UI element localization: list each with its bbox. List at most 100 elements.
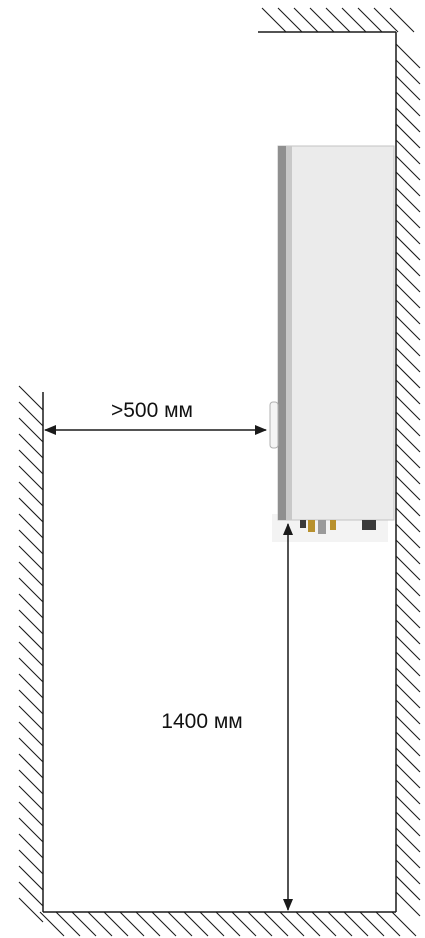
hatch-mark [311,911,337,937]
hatch-mark [39,911,65,937]
hatch-mark [395,91,421,117]
unit-knob [269,401,279,449]
hatch-mark [18,561,44,587]
connector-2 [308,520,315,532]
hatch-mark [18,657,44,683]
hatch-mark [395,363,421,389]
hatch-mark [395,107,421,133]
hatch-mark [18,801,44,827]
hatch-mark [18,769,44,795]
hatch-mark [309,7,335,33]
hatch-mark [395,635,421,661]
hatch-mark [18,689,44,715]
hatch-mark [263,911,289,937]
hatch-mark [395,571,421,597]
hatch-mark [295,911,321,937]
hatch-mark [395,651,421,677]
hatch-mark [395,699,421,725]
hatch-mark [215,911,241,937]
hatch-mark [341,7,367,33]
hatch-mark [18,737,44,763]
hatch-mark [395,251,421,277]
hatch-mark [395,347,421,373]
hatch-mark [18,465,44,491]
hatch-mark [395,763,421,789]
unit-front-panel [278,146,286,520]
hatch-mark [395,859,421,885]
hatch-mark [18,385,44,411]
wall-mounted-unit [269,145,395,542]
connector-5 [362,520,376,530]
hatch-mark [395,315,421,341]
hatch-mark [395,795,421,821]
hatch-mark [18,833,44,859]
hatch-mark [395,539,421,565]
hatch-mark [395,43,421,69]
hatch-mark [18,641,44,667]
hatch-mark [395,507,421,533]
hatch-mark [327,911,353,937]
hatch-mark [395,683,421,709]
hatch-mark [18,545,44,571]
hatch-mark [395,411,421,437]
hatch-mark [375,911,401,937]
hatch-mark [395,667,421,693]
hatch-mark [18,849,44,875]
hatch-mark [325,7,351,33]
connector-3 [318,520,326,534]
connector-1 [300,520,306,528]
hatch-mark [395,123,421,149]
hatch-mark [395,555,421,581]
floor-hatch [39,911,417,937]
hatch-mark [395,875,421,901]
hatch-mark [373,7,399,33]
hatch-mark [395,523,421,549]
hatch-mark [395,459,421,485]
unit-front-edge [286,146,292,520]
left-wall-hatch [18,385,44,923]
hatch-mark [18,417,44,443]
hatch-mark [261,7,287,33]
hatch-mark [395,443,421,469]
hatch-mark [18,897,44,923]
hatch-mark [167,911,193,937]
hatch-mark [18,625,44,651]
hatch-mark [247,911,273,937]
hatch-mark [395,891,421,917]
hatch-mark [395,427,421,453]
hatch-mark [395,491,421,517]
right-wall-hatch [395,43,421,917]
hatch-mark [395,731,421,757]
ceiling-hatch [261,7,415,33]
hatch-mark [395,171,421,197]
hatch-mark [395,747,421,773]
hatch-mark [395,139,421,165]
hatch-mark [18,705,44,731]
hatch-mark [55,911,81,937]
hatch-mark [199,911,225,937]
hatch-mark [395,619,421,645]
hatch-mark [389,7,415,33]
hatch-mark [395,827,421,853]
hatch-mark [395,219,421,245]
hatch-mark [277,7,303,33]
hatch-mark [103,911,129,937]
side-clearance-label: >500 мм [111,399,193,422]
hatch-mark [395,715,421,741]
hatch-mark [18,449,44,475]
height-label: 1400 мм [161,710,242,733]
hatch-mark [18,529,44,555]
hatch-mark [395,75,421,101]
hatch-mark [395,267,421,293]
hatch-mark [395,155,421,181]
hatch-mark [18,497,44,523]
hatch-mark [395,299,421,325]
hatch-mark [18,721,44,747]
hatch-mark [391,911,417,937]
hatch-mark [357,7,383,33]
hatch-mark [395,603,421,629]
hatch-mark [395,331,421,357]
hatch-mark [18,481,44,507]
hatch-mark [395,187,421,213]
